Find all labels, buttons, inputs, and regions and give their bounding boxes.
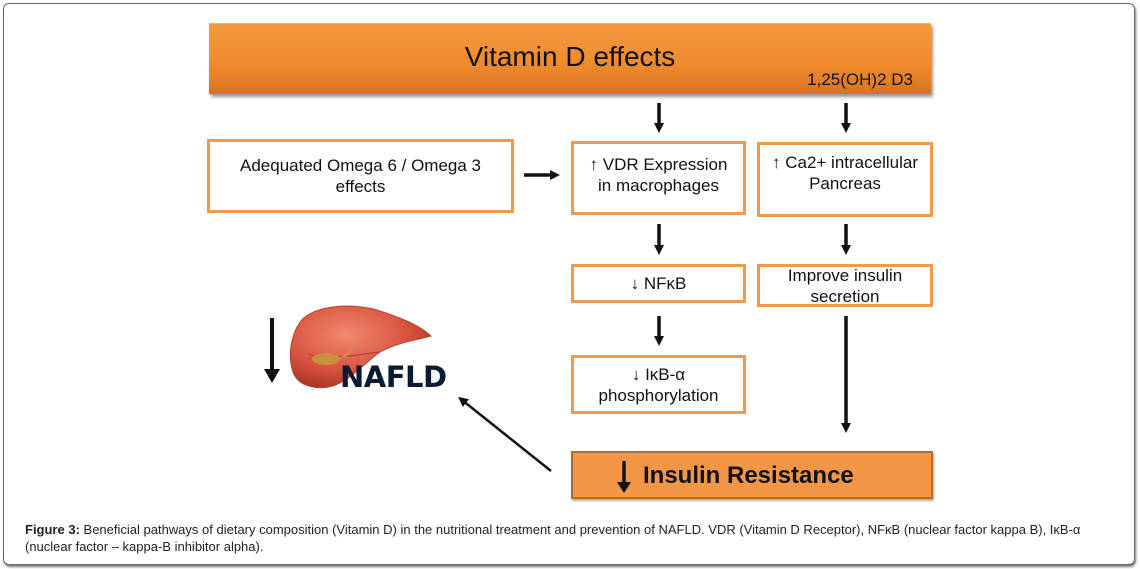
- header-subtitle: 1,25(OH)2 D3: [807, 70, 913, 89]
- calcium-box: ↑ Ca2+ intracellular Pancreas: [757, 142, 933, 217]
- figure-caption: Figure 3: Beneficial pathways of dietary…: [25, 521, 1120, 555]
- calcium-line1: ↑ Ca2+ intracellular: [772, 153, 918, 172]
- nfkb-box: ↓ NFκB: [571, 264, 746, 303]
- arrow-resistance-to-nafld: [458, 396, 552, 472]
- insulin-secretion-line2: secretion: [810, 286, 880, 306]
- vdr-line1: ↑ VDR Expression: [589, 155, 728, 174]
- insulin-resistance-text: Insulin Resistance: [643, 462, 854, 489]
- nfkb-text: ↓ NFκB: [630, 274, 687, 293]
- nafld-label: NAFLD: [340, 360, 447, 394]
- down-arrow-icon: [617, 461, 631, 493]
- ikb-box: ↓ IκB-α phosphorylation: [571, 355, 746, 414]
- insulin-secretion-line1: Improve insulin: [787, 265, 903, 285]
- omega-box: Adequated Omega 6 / Omega 3 effects: [207, 139, 514, 213]
- insulin-resistance-box: Insulin Resistance: [571, 451, 933, 499]
- insulin-secretion-box: Improve insulin secretion: [757, 264, 933, 307]
- caption-text: Beneficial pathways of dietary compositi…: [25, 522, 1081, 554]
- caption-label: Figure 3:: [25, 522, 80, 537]
- ikb-line2: phosphorylation: [598, 385, 719, 405]
- liver-icon: [289, 305, 432, 389]
- figure-frame: [3, 3, 1135, 565]
- header-title: Vitamin D effects: [464, 41, 676, 72]
- vdr-box: ↑ VDR Expression in macrophages: [571, 141, 746, 215]
- ikb-line1: ↓ IκB-α: [631, 364, 686, 384]
- calcium-line2: Pancreas: [809, 174, 881, 193]
- vitamin-d-header: Vitamin D effects 1,25(OH)2 D3: [209, 23, 931, 94]
- vdr-line2: in macrophages: [598, 176, 719, 195]
- nafld-down-arrow-icon: [264, 318, 280, 383]
- omega-text: Adequated Omega 6 / Omega 3 effects: [240, 156, 481, 196]
